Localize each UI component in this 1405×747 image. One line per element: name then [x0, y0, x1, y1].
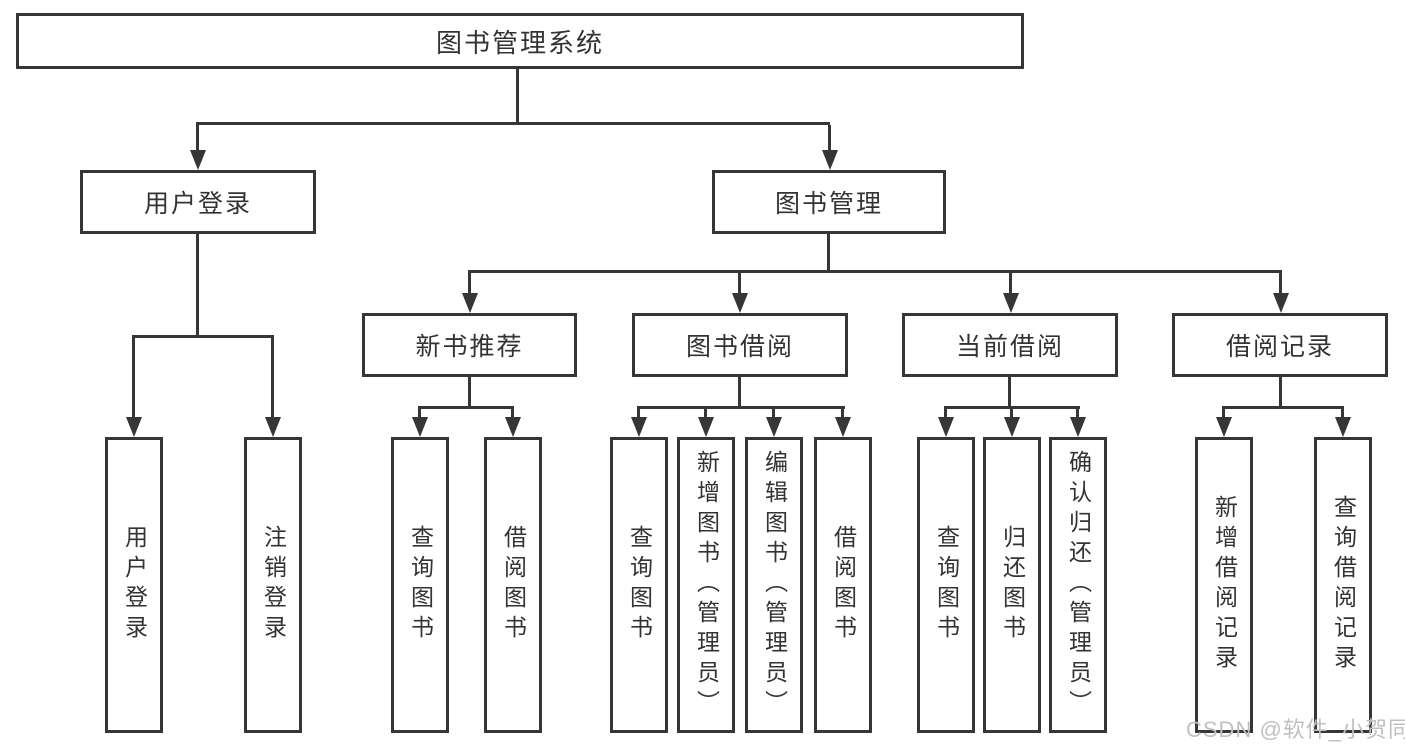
arrow-down-icon [732, 293, 748, 313]
connector-line [1341, 406, 1344, 419]
connector-line [704, 406, 707, 419]
leaf-label: 新增借阅记录 [1211, 495, 1238, 675]
connector-line [828, 125, 831, 153]
arrow-down-icon [1070, 417, 1086, 437]
leaf-query-borrow-record: 查询借阅记录 [1314, 437, 1372, 733]
node-label: 当前借阅 [955, 333, 1064, 361]
connector-line [944, 406, 947, 419]
connector-line [1279, 273, 1282, 295]
connector-line [1076, 406, 1079, 419]
connector-line [468, 270, 1282, 273]
arrow-down-icon [1273, 293, 1289, 313]
node-label: 借阅记录 [1225, 333, 1334, 361]
connector-line [196, 234, 199, 335]
connector-line [516, 69, 519, 122]
node-library-system: 图书管理系统 [16, 13, 1024, 69]
node-label: 用户登录 [143, 190, 252, 218]
connector-line [827, 234, 830, 270]
connector-line [196, 125, 199, 153]
connector-line [132, 335, 274, 338]
connector-line [132, 338, 135, 419]
leaf-label: 注销登录 [260, 525, 287, 645]
arrow-down-icon [462, 293, 478, 313]
arrow-down-icon [822, 150, 838, 170]
leaf-return-books: 归还图书 [983, 437, 1041, 733]
connector-line [841, 406, 844, 419]
node-label: 图书管理系统 [435, 27, 604, 58]
node-current-borrowing: 当前借阅 [902, 313, 1118, 377]
connector-line [1222, 406, 1344, 409]
connector-line [1009, 273, 1012, 295]
leaf-borrow-books-1: 借阅图书 [484, 437, 542, 733]
leaf-add-borrow-record: 新增借阅记录 [1195, 437, 1253, 733]
leaf-label: 归还图书 [999, 525, 1026, 645]
arrow-down-icon [766, 417, 782, 437]
leaf-label: 查询图书 [626, 525, 653, 645]
leaf-query-books-2: 查询图书 [610, 437, 668, 733]
connector-line [418, 406, 514, 409]
arrow-down-icon [126, 417, 142, 437]
connector-line [738, 273, 741, 295]
connector-line [468, 377, 471, 406]
arrow-down-icon [698, 417, 714, 437]
node-new-book-recommend: 新书推荐 [362, 313, 577, 377]
connector-line [1279, 377, 1282, 406]
connector-line [1010, 406, 1013, 419]
connector-line [637, 406, 845, 409]
leaf-query-books-1: 查询图书 [391, 437, 449, 733]
arrow-down-icon [412, 417, 428, 437]
arrow-down-icon [265, 417, 281, 437]
arrow-down-icon [631, 417, 647, 437]
leaf-user-login: 用户登录 [105, 437, 163, 733]
connector-line [1008, 377, 1011, 406]
node-label: 新书推荐 [415, 333, 524, 361]
connector-line [738, 377, 741, 406]
leaf-add-books-admin: 新增图书（管理员） [677, 437, 735, 733]
connector-line [772, 406, 775, 419]
arrow-down-icon [1004, 417, 1020, 437]
connector-line [468, 273, 471, 295]
leaf-label: 查询图书 [407, 525, 434, 645]
arrow-down-icon [938, 417, 954, 437]
node-borrowing-records: 借阅记录 [1172, 313, 1388, 377]
leaf-borrow-books-2: 借阅图书 [814, 437, 872, 733]
leaf-edit-books-admin: 编辑图书（管理员） [745, 437, 803, 733]
connector-line [1222, 406, 1225, 419]
leaf-label: 用户登录 [121, 525, 148, 645]
connector-line [418, 406, 421, 419]
connector-line [271, 338, 274, 419]
node-book-management: 图书管理 [712, 170, 946, 234]
arrow-down-icon [835, 417, 851, 437]
leaf-logout: 注销登录 [244, 437, 302, 733]
node-user-login: 用户登录 [80, 170, 316, 234]
node-label: 图书管理 [774, 190, 883, 218]
arrow-down-icon [1216, 417, 1232, 437]
connector-line [196, 122, 830, 125]
leaf-label: 编辑图书（管理员） [761, 450, 788, 720]
arrow-down-icon [1335, 417, 1351, 437]
watermark: CSDN @软件_小贺同学 [1186, 717, 1405, 742]
leaf-label: 借阅图书 [500, 525, 527, 645]
leaf-label: 借阅图书 [830, 525, 857, 645]
arrow-down-icon [1003, 293, 1019, 313]
connector-line [637, 406, 640, 419]
leaf-confirm-return-admin: 确认归还（管理员） [1049, 437, 1107, 733]
arrow-down-icon [190, 150, 206, 170]
connector-line [511, 406, 514, 419]
node-book-borrowing: 图书借阅 [632, 313, 848, 377]
leaf-label: 新增图书（管理员） [693, 450, 720, 720]
leaf-label: 查询借阅记录 [1330, 495, 1357, 675]
arrow-down-icon [505, 417, 521, 437]
leaf-query-books-3: 查询图书 [917, 437, 975, 733]
leaf-label: 查询图书 [933, 525, 960, 645]
leaf-label: 确认归还（管理员） [1065, 450, 1092, 720]
node-label: 图书借阅 [685, 333, 794, 361]
